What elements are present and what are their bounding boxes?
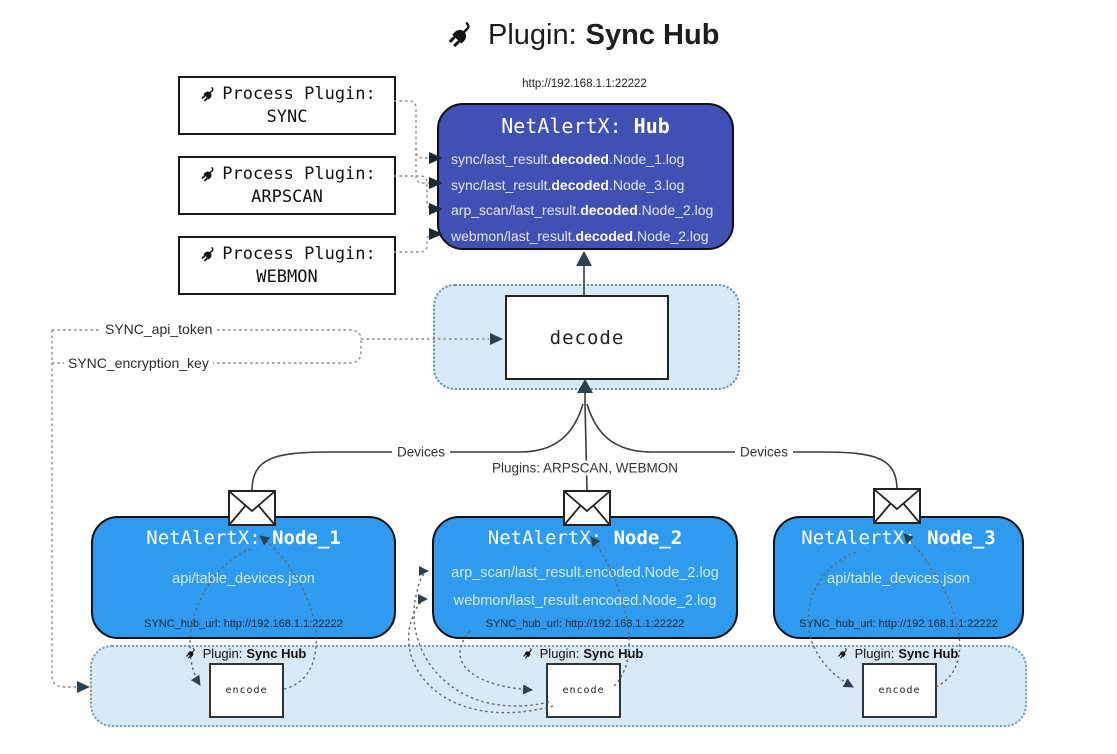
node-box-1: NetAlertX: Node_1 api/table_devices.json… <box>91 516 396 639</box>
process-plugin-name: WEBMON <box>256 266 318 287</box>
plug-icon <box>200 245 218 263</box>
node-file-list: api/table_devices.json <box>775 565 1022 593</box>
node-box-2: NetAlertX: Node_2 arp_scan/last_result.e… <box>432 516 738 639</box>
encoder-plugin-label-3: Plugin:Sync Hub <box>836 646 958 661</box>
hub-title-name: Hub <box>633 114 670 138</box>
plug-icon <box>521 647 535 660</box>
process-plugin-name: ARPSCAN <box>251 186 323 207</box>
node-title: NetAlertX: Node_1 <box>146 527 341 549</box>
page-title-name: Sync Hub <box>585 18 720 51</box>
plug-icon <box>184 647 198 660</box>
node-file-line: api/table_devices.json <box>827 571 970 587</box>
node-file-list: api/table_devices.json <box>93 565 394 593</box>
plug-icon <box>446 20 476 50</box>
decode-box: decode <box>505 295 669 380</box>
encoder-plugin-label-2: Plugin:Sync Hub <box>521 646 643 661</box>
edge-plugins-to-hub <box>394 100 434 253</box>
sync-api-token-label: SYNC_api_token <box>101 321 217 337</box>
node-hub-url: SYNC_hub_url: http://192.168.1.1:22222 <box>144 618 343 630</box>
node-hub-url: SYNC_hub_url: http://192.168.1.1:22222 <box>485 618 685 630</box>
encode-box-3: encode <box>862 663 937 718</box>
process-plugin-label: Process Plugin: <box>222 163 376 184</box>
node-file-line: webmon/last_result.encoded.Node_2.log <box>453 593 717 609</box>
node-box-3: NetAlertX: Node_3 api/table_devices.json… <box>773 516 1024 639</box>
devices-label-right: Devices <box>734 444 794 460</box>
node-file-line: api/table_devices.json <box>172 571 315 587</box>
hub-box: NetAlertX: Hub sync/last_result.decoded.… <box>437 103 734 250</box>
arrowhead-decode-to-hub <box>576 251 592 266</box>
node-file-list: arp_scan/last_result.encoded.Node_2.log … <box>434 559 736 615</box>
node-title: NetAlertX: Node_2 <box>487 527 683 549</box>
plug-icon <box>200 165 218 183</box>
hub-title: NetAlertX: Hub <box>439 114 732 138</box>
plug-icon <box>200 85 218 103</box>
process-plugin-label: Process Plugin: <box>222 83 376 104</box>
process-plugin-box-arpscan: Process Plugin: ARPSCAN <box>178 156 396 215</box>
node-file-line: arp_scan/last_result.encoded.Node_2.log <box>451 565 719 581</box>
plugins-label: Plugins: ARPSCAN, WEBMON <box>486 460 684 476</box>
hub-file-line: arp_scan/last_result.decoded.Node_2.log <box>451 202 714 218</box>
hub-file-line: webmon/last_result.decoded.Node_2.log <box>451 227 709 244</box>
process-plugin-box-webmon: Process Plugin: WEBMON <box>178 236 396 295</box>
encode-box-1: encode <box>209 663 284 718</box>
plug-icon <box>836 647 850 660</box>
hub-file-line: sync/last_result.decoded.Node_1.log <box>451 151 685 167</box>
sync-encryption-key-label: SYNC_encryption_key <box>64 355 213 371</box>
process-plugin-name: SYNC <box>266 106 308 127</box>
hub-file-line: sync/last_result.decoded.Node_3.log <box>451 176 685 193</box>
node-hub-url: SYNC_hub_url: http://192.168.1.1:22222 <box>799 618 998 630</box>
devices-label-left: Devices <box>391 444 451 460</box>
hub-file-list: sync/last_result.decoded.Node_1.log sync… <box>451 147 728 249</box>
process-plugin-box-sync: Process Plugin: SYNC <box>178 76 396 135</box>
encode-box-2: encode <box>546 663 621 718</box>
arrowhead-into-panel <box>77 681 90 693</box>
encoder-plugin-label-1: Plugin:Sync Hub <box>184 646 306 661</box>
page-title: Plugin: Sync Hub <box>443 17 719 53</box>
hub-url-label: http://192.168.1.1:22222 <box>522 78 647 90</box>
page-title-label: Plugin: <box>488 18 577 51</box>
node-title: NetAlertX: Node_3 <box>801 527 996 549</box>
process-plugin-label: Process Plugin: <box>222 243 376 264</box>
hub-title-label: NetAlertX: <box>501 114 622 138</box>
